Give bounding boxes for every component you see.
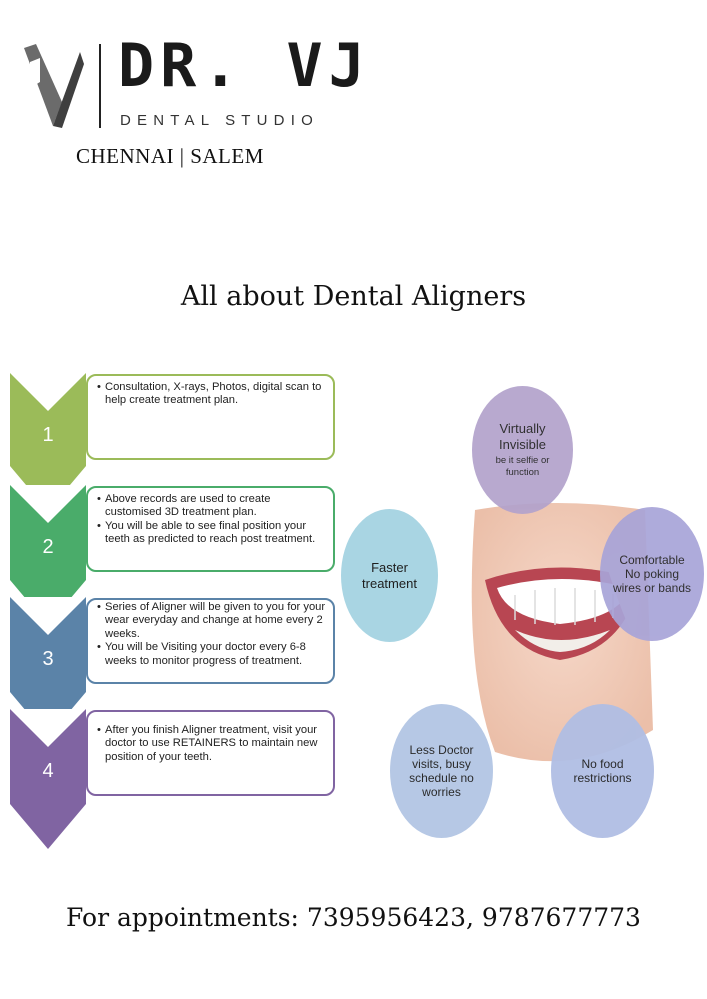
step-chevron-4 (10, 709, 86, 849)
step-3-bullet: You will be Visiting your doctor every 6… (97, 641, 327, 668)
brand-logo-icon (24, 44, 84, 128)
benefit-title: Comfortable No poking wires or bands (612, 553, 692, 595)
step-card-2: Above records are used to create customi… (86, 486, 335, 572)
brand-subtitle: DENTAL STUDIO (120, 112, 319, 129)
step-3-bullet: Series of Aligner will be given to you f… (97, 601, 327, 641)
brand-name: DR. VJ (118, 31, 371, 101)
step-2-bullet: You will be able to see final position y… (97, 520, 327, 547)
appointment-contact: For appointments: 7395956423, 9787677773 (66, 903, 641, 932)
step-chevron-1 (10, 373, 86, 511)
benefit-less-doctor-visits: Less Doctor visits, busy schedule no wor… (390, 704, 493, 838)
step-number-4: 4 (42, 760, 54, 782)
step-card-1: Consultation, X-rays, Photos, digital sc… (86, 374, 335, 460)
benefit-title: No food restrictions (573, 757, 632, 785)
locations: CHENNAI | SALEM (76, 144, 264, 168)
step-chevron-2 (10, 485, 86, 625)
benefit-title: Less Doctor visits, busy schedule no wor… (409, 743, 474, 799)
benefit-faster-treatment: Faster treatment (341, 509, 438, 642)
step-card-3: Series of Aligner will be given to you f… (86, 598, 335, 684)
step-1-bullet: Consultation, X-rays, Photos, digital sc… (97, 381, 327, 408)
step-number-2: 2 (42, 536, 54, 558)
step-chevron-3 (10, 597, 86, 737)
benefit-title: Virtually Invisible (499, 421, 546, 452)
benefit-no-food-restrictions: No food restrictions (551, 704, 654, 838)
page-title: All about Dental Aligners (180, 281, 527, 312)
step-4-bullet: After you finish Aligner treatment, visi… (97, 724, 327, 764)
benefit-comfortable: Comfortable No poking wires or bands (600, 507, 704, 641)
benefit-subtitle: be it selfie or function (495, 455, 550, 478)
step-card-4: After you finish Aligner treatment, visi… (86, 710, 335, 796)
step-number-3: 3 (42, 648, 54, 670)
benefit-title: Faster treatment (362, 559, 417, 591)
logo-divider (99, 44, 101, 128)
step-2-bullet: Above records are used to create customi… (97, 493, 327, 520)
benefit-virtually-invisible: Virtually Invisible be it selfie or func… (472, 386, 573, 514)
step-number-1: 1 (42, 424, 54, 446)
